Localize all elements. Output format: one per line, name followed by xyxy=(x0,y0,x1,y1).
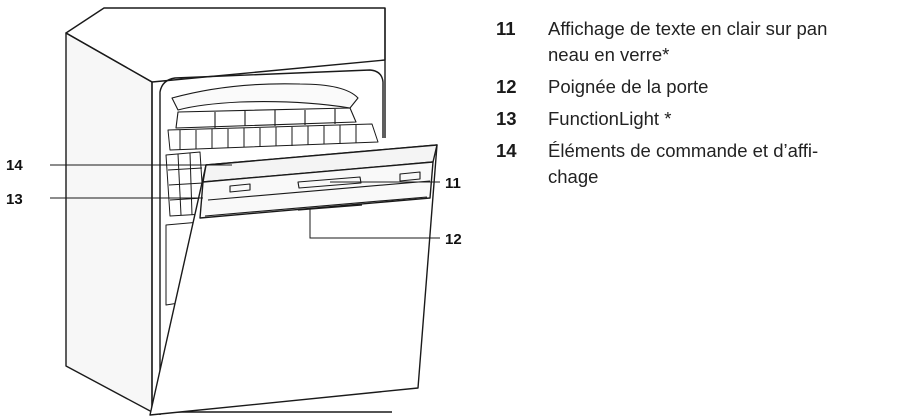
callout-13: 13 xyxy=(6,191,23,208)
interior-opening xyxy=(159,69,384,415)
leader-line-12 xyxy=(309,208,440,239)
legend-text: Éléments de commande et d’affi- chage xyxy=(548,140,819,187)
control-elements xyxy=(204,171,431,217)
legend-item-14: 14 Éléments de commande et d’affi- chage xyxy=(496,138,917,190)
legend-text: Poignée de la porte xyxy=(548,76,709,97)
upper-basket xyxy=(171,83,359,129)
callout-12: 12 xyxy=(445,231,462,248)
legend-list: 11 Affichage de texte en clair sur pan n… xyxy=(496,16,917,196)
legend-item-11: 11 Affichage de texte en clair sur pan n… xyxy=(496,16,917,68)
legend-number: 12 xyxy=(496,76,517,97)
door-handle xyxy=(297,204,363,211)
legend-text: Affichage de texte en clair sur pan neau… xyxy=(548,18,828,65)
callout-14: 14 xyxy=(6,157,23,174)
legend-item-12: 12 Poignée de la porte xyxy=(496,74,917,100)
legend-item-13: 13 FunctionLight * xyxy=(496,106,917,132)
legend-text: FunctionLight * xyxy=(548,108,672,129)
door-panel xyxy=(149,144,438,416)
callout-11: 11 xyxy=(445,175,461,192)
legend-number: 14 xyxy=(496,140,517,161)
legend-number: 11 xyxy=(496,18,516,39)
legend-number: 13 xyxy=(496,108,517,129)
text-display xyxy=(297,176,362,189)
